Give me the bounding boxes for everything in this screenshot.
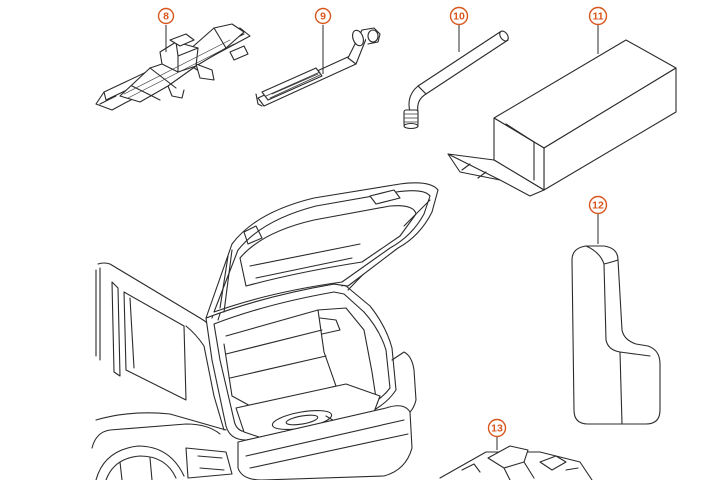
callout-13: 13 <box>487 418 507 438</box>
jack-tray-drawing <box>439 445 593 480</box>
scissor-jack-drawing <box>95 23 251 111</box>
callout-circle <box>588 6 608 26</box>
callout-label: 11 <box>592 11 603 23</box>
wheel-brace-drawing <box>255 27 381 107</box>
callout-9: 9 <box>314 7 332 25</box>
callout-11: 11 <box>588 6 608 26</box>
foam-insert-drawing <box>571 245 661 425</box>
callout-circle <box>157 7 175 25</box>
callout-circle <box>588 195 608 215</box>
l-rod-drawing <box>403 30 509 130</box>
callout-circle <box>449 6 469 26</box>
callout-circle <box>314 7 332 25</box>
callout-label: 9 <box>320 11 326 23</box>
callout-label: 13 <box>491 423 503 435</box>
callout-circle <box>487 418 507 438</box>
callout-label: 12 <box>592 200 604 212</box>
vehicle-rear-drawing <box>91 223 417 480</box>
tailgate-drawing <box>205 182 439 319</box>
callout-8: 8 <box>157 7 175 25</box>
tool-box-drawing <box>447 39 677 197</box>
callout-10: 10 <box>449 6 469 26</box>
leader-lines <box>165 25 599 450</box>
callout-12: 12 <box>588 195 608 215</box>
callout-label: 10 <box>453 11 465 23</box>
callout-label: 8 <box>163 11 169 23</box>
